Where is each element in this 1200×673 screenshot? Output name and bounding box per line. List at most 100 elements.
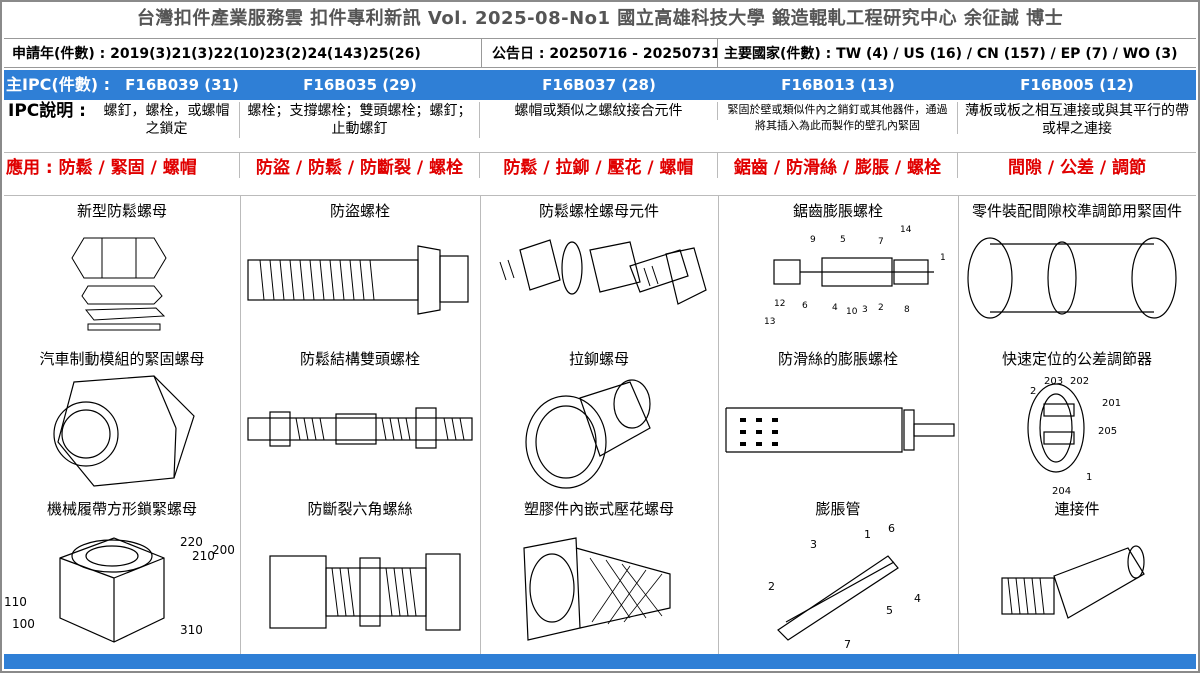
patent-image-grid: 新型防鬆螺母 汽車制動模組的緊固螺母 機械履帶方形鎖緊螺母 (4, 196, 1196, 654)
patent-gap-calibration-fastener[interactable]: 零件裝配間隙校準調節用緊固件 (958, 200, 1196, 346)
callout-4: 4 (914, 592, 921, 605)
stud-drawing (240, 368, 480, 496)
hex-screw-drawing (240, 518, 480, 652)
nut-exploded-drawing (4, 220, 240, 346)
callout-6: 6 (888, 522, 895, 535)
callout-3: 3 (862, 305, 868, 315)
patent-caption: 防盜螺栓 (240, 200, 480, 221)
callout-12: 12 (774, 299, 785, 309)
page-title: 台灣扣件產業服務雲 扣件專利新訊 Vol. 2025-08-No1 國立高雄科技… (0, 0, 1200, 38)
patent-embedded-knurled-nut[interactable]: 塑膠件內嵌式壓花螺母 (480, 498, 718, 652)
app-4: 鋸齒 / 防滑絲 / 膨脹 / 螺栓 (718, 153, 958, 178)
callout-14: 14 (900, 225, 912, 235)
anti-slip-bolt-drawing (718, 368, 958, 496)
callout-6: 6 (802, 301, 808, 311)
callout-10: 10 (846, 307, 858, 317)
callout-13: 13 (764, 317, 775, 327)
callout-2: 2 (768, 580, 775, 593)
application-row: 應用 : 防鬆 / 緊固 / 螺帽 防盜 / 防鬆 / 防斷裂 / 螺栓 防鬆 … (4, 153, 1196, 196)
patent-caption: 拉鉚螺母 (480, 348, 718, 369)
announcement-date: 公告日 : 20250716 - 20250731 (482, 38, 718, 68)
callout-3: 3 (810, 538, 817, 551)
patent-caption: 鋸齒膨脹螺栓 (718, 200, 958, 221)
app-header-1: 應用 : 防鬆 / 緊固 / 螺帽 (4, 153, 240, 178)
ipc-code-3: F16B037 (28) (480, 70, 718, 100)
patent-caption: 防鬆螺栓螺母元件 (480, 200, 718, 221)
expansion-bolt-drawing: 9 5 7 14 1 12 13 6 4 10 3 2 8 (718, 220, 958, 346)
patent-anti-loose-nut[interactable]: 新型防鬆螺母 (4, 200, 240, 346)
callout-100: 100 (12, 617, 35, 631)
expansion-tube-drawing: 1 6 3 2 5 4 7 (718, 518, 958, 652)
ipc-description-row: IPC說明 : 螺釘，螺栓，或螺帽之鎖定 螺栓；支撐螺栓；雙頭螺栓；螺釘；止動螺… (4, 102, 1196, 153)
ipc-code-4: F16B013 (13) (718, 70, 958, 100)
ipc-desc-5: 薄板或板之相互連接或與其平行的帶或桿之連接 (958, 102, 1196, 138)
patent-caption: 快速定位的公差調節器 (958, 348, 1196, 369)
hex-nut-drawing (4, 368, 240, 496)
callout-9: 9 (810, 235, 816, 245)
patent-anti-slip-expansion-bolt[interactable]: 防滑絲的膨脹螺栓 (718, 348, 958, 496)
callout-1: 1 (1086, 472, 1092, 483)
callout-110: 110 (4, 595, 27, 609)
callout-201: 201 (1102, 398, 1121, 409)
app-2: 防盜 / 防鬆 / 防斷裂 / 螺栓 (240, 153, 480, 178)
connector-drawing (958, 518, 1196, 652)
patent-caption: 防斷裂六角螺絲 (240, 498, 480, 519)
patent-expansion-tube[interactable]: 膨脹管 1 6 3 2 5 4 7 (718, 498, 958, 652)
app-3: 防鬆 / 拉鉚 / 壓花 / 螺帽 (480, 153, 718, 178)
patent-anti-loose-bolt-nut[interactable]: 防鬆螺栓螺母元件 (480, 200, 718, 346)
patent-track-square-nut[interactable]: 機械履帶方形鎖緊螺母 220 210 200 110 100 310 (4, 498, 240, 652)
callout-203: 203 (1044, 376, 1063, 387)
flange-pipe-drawing (958, 220, 1196, 346)
callout-200: 200 (212, 543, 235, 557)
callout-2: 2 (1030, 386, 1036, 397)
bolt-nut-assembly-drawing (480, 220, 718, 346)
tolerance-adjuster-drawing: 203 202 2 201 205 204 1 (958, 368, 1196, 496)
patent-caption: 連接件 (958, 498, 1196, 519)
patent-quick-positioning-adjuster[interactable]: 快速定位的公差調節器 203 202 2 201 205 204 1 (958, 348, 1196, 496)
ipc-desc-4: 緊固於壁或類似件內之銷釘或其他器件，通過將其插入為此而製作的壁孔內緊固 (718, 102, 958, 134)
callout-1: 1 (864, 528, 871, 541)
patent-double-end-stud[interactable]: 防鬆結構雙頭螺栓 (240, 348, 480, 496)
patent-connector[interactable]: 連接件 (958, 498, 1196, 652)
patent-brake-module-nut[interactable]: 汽車制動模組的緊固螺母 (4, 348, 240, 496)
bottom-bar (4, 654, 1196, 669)
patent-caption: 機械履帶方形鎖緊螺母 (4, 498, 240, 519)
app-5: 間隙 / 公差 / 調節 (958, 153, 1196, 178)
patent-rivet-nut[interactable]: 拉鉚螺母 (480, 348, 718, 496)
callout-5: 5 (886, 604, 893, 617)
callout-2: 2 (878, 303, 884, 313)
patent-caption: 汽車制動模組的緊固螺母 (4, 348, 240, 369)
square-nut-drawing: 220 210 200 110 100 310 (4, 518, 240, 652)
patent-caption: 塑膠件內嵌式壓花螺母 (480, 498, 718, 519)
patent-anti-break-hex-screw[interactable]: 防斷裂六角螺絲 (240, 498, 480, 652)
ipc-code-5: F16B005 (12) (958, 70, 1196, 100)
callout-4: 4 (832, 303, 838, 313)
anti-theft-bolt-drawing (240, 220, 480, 346)
ipc-code-1: F16B039 (31) (124, 70, 240, 100)
ipc-header-bar: 主IPC(件數) : F16B039 (31) F16B035 (29) F16… (4, 70, 1196, 100)
callout-5: 5 (840, 235, 846, 245)
ipc-desc-3: 螺帽或類似之螺紋接合元件 (480, 102, 718, 120)
patent-serrated-expansion-bolt[interactable]: 鋸齒膨脹螺栓 9 5 7 14 1 12 13 6 4 10 3 2 8 (718, 200, 958, 346)
patent-caption: 防滑絲的膨脹螺栓 (718, 348, 958, 369)
patent-caption: 新型防鬆螺母 (4, 200, 240, 221)
ipc-code-2: F16B035 (29) (240, 70, 480, 100)
knurled-nut-drawing (480, 518, 718, 652)
callout-220: 220 (180, 535, 203, 549)
patent-caption: 防鬆結構雙頭螺栓 (240, 348, 480, 369)
callout-310: 310 (180, 623, 203, 637)
callout-202: 202 (1070, 376, 1089, 387)
application-years: 申請年(件數) : 2019(3)21(3)22(10)23(2)24(143)… (4, 38, 482, 68)
patent-caption: 零件裝配間隙校準調節用緊固件 (958, 200, 1196, 221)
major-countries: 主要國家(件數) : TW (4) / US (16) / CN (157) /… (718, 38, 1196, 68)
ipc-desc-2: 螺栓；支撐螺栓；雙頭螺栓；螺釘；止動螺釘 (240, 102, 480, 138)
callout-7: 7 (844, 638, 851, 651)
patent-anti-theft-bolt[interactable]: 防盜螺栓 (240, 200, 480, 346)
callout-1: 1 (940, 253, 946, 263)
rivet-nut-drawing (480, 368, 718, 496)
ipc-desc-1: 螺釘，螺栓，或螺帽之鎖定 (94, 102, 240, 138)
callout-204: 204 (1052, 486, 1071, 496)
ipc-desc-label: IPC說明 : (4, 102, 94, 120)
patent-caption: 膨脹管 (718, 498, 958, 519)
callout-7: 7 (878, 237, 884, 247)
